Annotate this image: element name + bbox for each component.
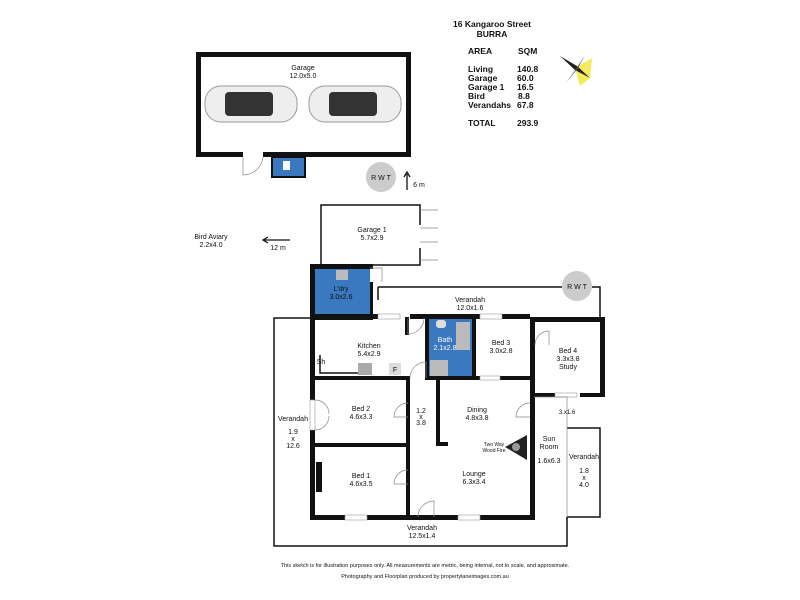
rainwater-tank [366,162,396,192]
rwt-label: R W T [567,284,587,291]
label: 5.7x2.9 [361,235,384,242]
doors [314,317,568,518]
label: 5.4x2.9 [358,351,381,358]
total-sqm: 293.9 [517,118,539,128]
label: Verandah [455,297,485,304]
label: 6.3x3.4 [463,479,486,486]
label: Bed 3 [492,340,510,347]
label: 1.8 [579,468,589,475]
car-icon [204,85,298,123]
garage-1: Garage 1 5.7x2.9 [320,204,438,266]
label: 1.2 [416,408,426,415]
label: x [419,414,423,421]
distance-label: 12 m [270,245,286,252]
label: Bed 1 [352,473,370,480]
label: 2.1x2.8 [434,345,457,352]
row-name: Bird [468,91,485,101]
address: 16 Kangaroo Street [453,19,531,29]
label: 1.6x6.3 [538,458,561,465]
label: Verandah [569,454,599,461]
row-name: Verandahs [468,100,511,110]
row-sqm: 67.8 [517,100,534,110]
label: 3.x1.6 [559,410,576,416]
label: Study [559,364,577,371]
label: Verandah [407,525,437,532]
rwt-label: R W T [371,175,391,182]
area-table: AREA SQM Living 140.8 Garage 60.0 Garage… [468,46,539,128]
label: Room [540,444,559,451]
fridge-icon [389,363,401,375]
label: 2.2x4.0 [200,242,223,249]
label: 12.5x1.4 [409,533,436,540]
label: Bird Aviary [194,234,228,241]
label: x [291,436,295,443]
garage: Garage 12.0x5.0 [196,52,411,178]
row-sqm: 60.0 [517,73,534,83]
label: 3.8 [416,420,426,427]
room-labels: Kitchen 5.4x2.9 Bath 2.1x2.8 Bed 3 3.0x2… [278,337,599,540]
credit: Photography and Floorplan produced by pr… [341,574,509,580]
label: Lounge [462,471,485,478]
label: Wood Fire [483,448,506,454]
arrow-left-icon [261,236,290,244]
row-sqm: 8.8 [518,91,530,101]
label: Garage [291,65,314,72]
label: 4.8x3.8 [466,415,489,422]
label: 1.9 [288,429,298,436]
row-name: Garage [468,73,498,83]
label: Garage 1 [357,227,386,234]
label: Verandah [278,416,308,423]
label: Bath [438,337,453,344]
row-sqm: 140.8 [517,64,539,74]
label: 12.6 [286,443,300,450]
label: Sh [317,359,326,366]
col-area: AREA [468,46,492,56]
col-sqm: SQM [518,46,537,56]
label: 3.0x2.8 [490,348,513,355]
stove-icon [358,363,372,375]
label: Kitchen [357,343,380,350]
car-icon [308,85,402,123]
row-name: Garage 1 [468,82,505,92]
label: 12.0x1.6 [457,305,484,312]
distance-label: 6 m [413,182,425,189]
label: 4.6x3.3 [350,414,373,421]
windows [309,313,578,521]
town: BURRA [477,29,508,39]
rainwater-tank [562,271,592,301]
label: Bed 4 [559,348,577,355]
label: x [582,475,586,482]
label: 4.6x3.5 [350,481,373,488]
compass-icon [560,55,592,86]
label: 3.0x2.6 [330,294,353,301]
row-name: Living [468,64,493,74]
label: Sun [543,436,556,443]
disclaimer: This sketch is for illustration purposes… [281,563,570,569]
label: 12.0x5.0 [290,73,317,80]
arrow-up-icon [403,170,411,190]
label: 4.0 [579,482,589,489]
label: Dining [467,407,487,414]
label: Bed 2 [352,406,370,413]
fridge-label: F [393,367,397,374]
label: 3.3x3.8 [557,356,580,363]
total-label: TOTAL [468,118,496,128]
label: L'dry [334,286,349,293]
label: Two Way [484,442,505,448]
row-sqm: 16.5 [517,82,534,92]
